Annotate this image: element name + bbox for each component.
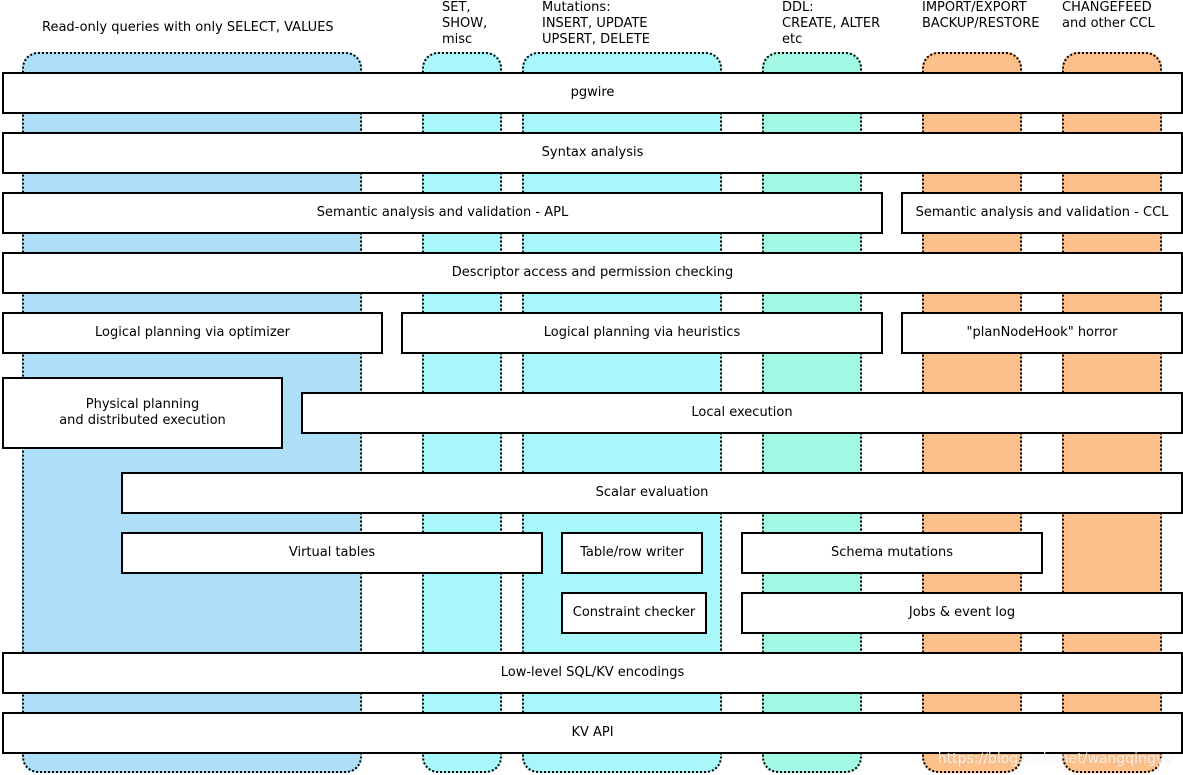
box-virtual-tables: Virtual tables (121, 532, 543, 574)
box-syntax-analysis: Syntax analysis (2, 132, 1183, 174)
lane-label-readonly: Read-only queries with only SELECT, VALU… (42, 20, 334, 35)
box-jobs-event-log: Jobs & event log (741, 592, 1183, 634)
box-descriptor-access: Descriptor access and permission checkin… (2, 252, 1183, 294)
box-logical-heuristics: Logical planning via heuristics (401, 312, 883, 354)
box-table-row-writer: Table/row writer (561, 532, 703, 574)
lane-label-set-show: SET, SHOW, misc (442, 0, 488, 47)
box-lowlevel-encodings: Low-level SQL/KV encodings (2, 652, 1183, 694)
lane-label-import-export: IMPORT/EXPORT BACKUP/RESTORE (922, 0, 1040, 31)
box-physical-planning: Physical planning and distributed execut… (2, 377, 283, 449)
box-local-execution: Local execution (301, 392, 1183, 434)
box-semantic-apl: Semantic analysis and validation - APL (2, 192, 883, 234)
box-pgwire: pgwire (2, 72, 1183, 114)
lane-label-ddl: DDL: CREATE, ALTER etc (782, 0, 881, 47)
box-schema-mutations: Schema mutations (741, 532, 1043, 574)
box-logical-optimizer: Logical planning via optimizer (2, 312, 383, 354)
watermark: https://blog.csdn.net/wangqingyu (937, 751, 1173, 767)
box-semantic-ccl: Semantic analysis and validation - CCL (901, 192, 1183, 234)
box-constraint-checker: Constraint checker (561, 592, 707, 634)
box-scalar-evaluation: Scalar evaluation (121, 472, 1183, 514)
box-kv-api: KV API (2, 712, 1183, 754)
box-plannodehook: "planNodeHook" horror (901, 312, 1183, 354)
lane-label-changefeed: CHANGEFEED and other CCL (1062, 0, 1155, 31)
lane-label-mutations: Mutations: INSERT, UPDATE UPSERT, DELETE (542, 0, 650, 47)
